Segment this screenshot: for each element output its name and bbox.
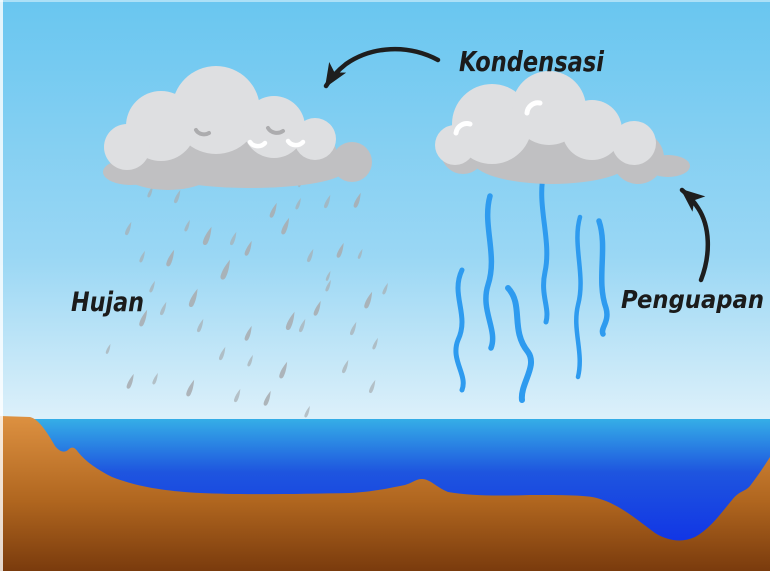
top-edge-border (0, 0, 770, 2)
rain-drop (139, 309, 148, 327)
land (0, 416, 770, 571)
rain-drop (325, 270, 331, 281)
vapor-wave (453, 267, 466, 393)
rain-drop (372, 337, 378, 350)
rain-drop (126, 373, 134, 389)
rain-drop (304, 405, 310, 418)
cloud-left-highlights (247, 138, 306, 149)
rain-drop (323, 194, 331, 209)
vapor-wave (596, 218, 610, 337)
rain-drop (357, 248, 363, 259)
vapor-wave (539, 169, 550, 325)
rain-drop (368, 379, 376, 394)
rain-drop (281, 217, 290, 235)
rain-drop (382, 282, 388, 295)
rain-drop (353, 192, 361, 208)
rain-drop (244, 325, 252, 341)
annotation-arrows (323, 46, 711, 283)
rain-drop (233, 388, 241, 403)
rain-drop (196, 318, 204, 333)
rain-drop (152, 372, 158, 385)
rain-label: Hujan (71, 287, 144, 318)
vapor-wave (483, 193, 496, 351)
rain-drop (341, 359, 349, 374)
rain-drop (295, 197, 301, 210)
vapor-wave (505, 285, 534, 403)
rain-drop (364, 291, 373, 309)
rain-drop (336, 242, 344, 258)
rain-drop (188, 288, 198, 308)
rain-drop (306, 248, 314, 263)
rain-drop (247, 354, 253, 367)
evaporation-arrow (679, 187, 711, 283)
rain-drop (285, 311, 295, 331)
rain-drop (325, 279, 331, 292)
rain-drop (279, 361, 288, 379)
evaporation-label: Penguapan (621, 285, 764, 314)
rain-drop (149, 280, 155, 293)
rain-drop (166, 249, 175, 267)
rain-drop (173, 189, 181, 204)
vapor-wave (574, 214, 583, 380)
rain-drop (244, 240, 252, 256)
rain-drop (313, 300, 321, 316)
rain-drop (105, 343, 111, 354)
rain-drop (269, 202, 277, 218)
rain-drop (139, 250, 145, 263)
rain-drop (184, 219, 190, 232)
rain-drop (220, 259, 230, 280)
cloud-left (103, 66, 372, 190)
rain-drop (298, 318, 306, 333)
rain-drop (147, 185, 153, 198)
cloud-left-shading (194, 126, 285, 137)
rain-drop (159, 301, 167, 316)
rain-drop (202, 226, 212, 246)
rain-drop (186, 379, 195, 397)
rain-drop (263, 390, 271, 406)
rain-drop (349, 321, 357, 336)
rain-drop (229, 231, 237, 246)
evaporation-waves (453, 169, 610, 403)
rain-drop (218, 346, 226, 361)
cloud-right (435, 71, 690, 184)
condensation-arrow (323, 46, 441, 89)
left-edge-border (0, 0, 3, 571)
rain-drop (124, 221, 132, 236)
cloud-right-puffs (435, 71, 656, 165)
cloud-left-puffs (104, 66, 336, 170)
cloud-right-highlights (453, 100, 543, 136)
condensation-label: Kondensasi (459, 45, 604, 78)
